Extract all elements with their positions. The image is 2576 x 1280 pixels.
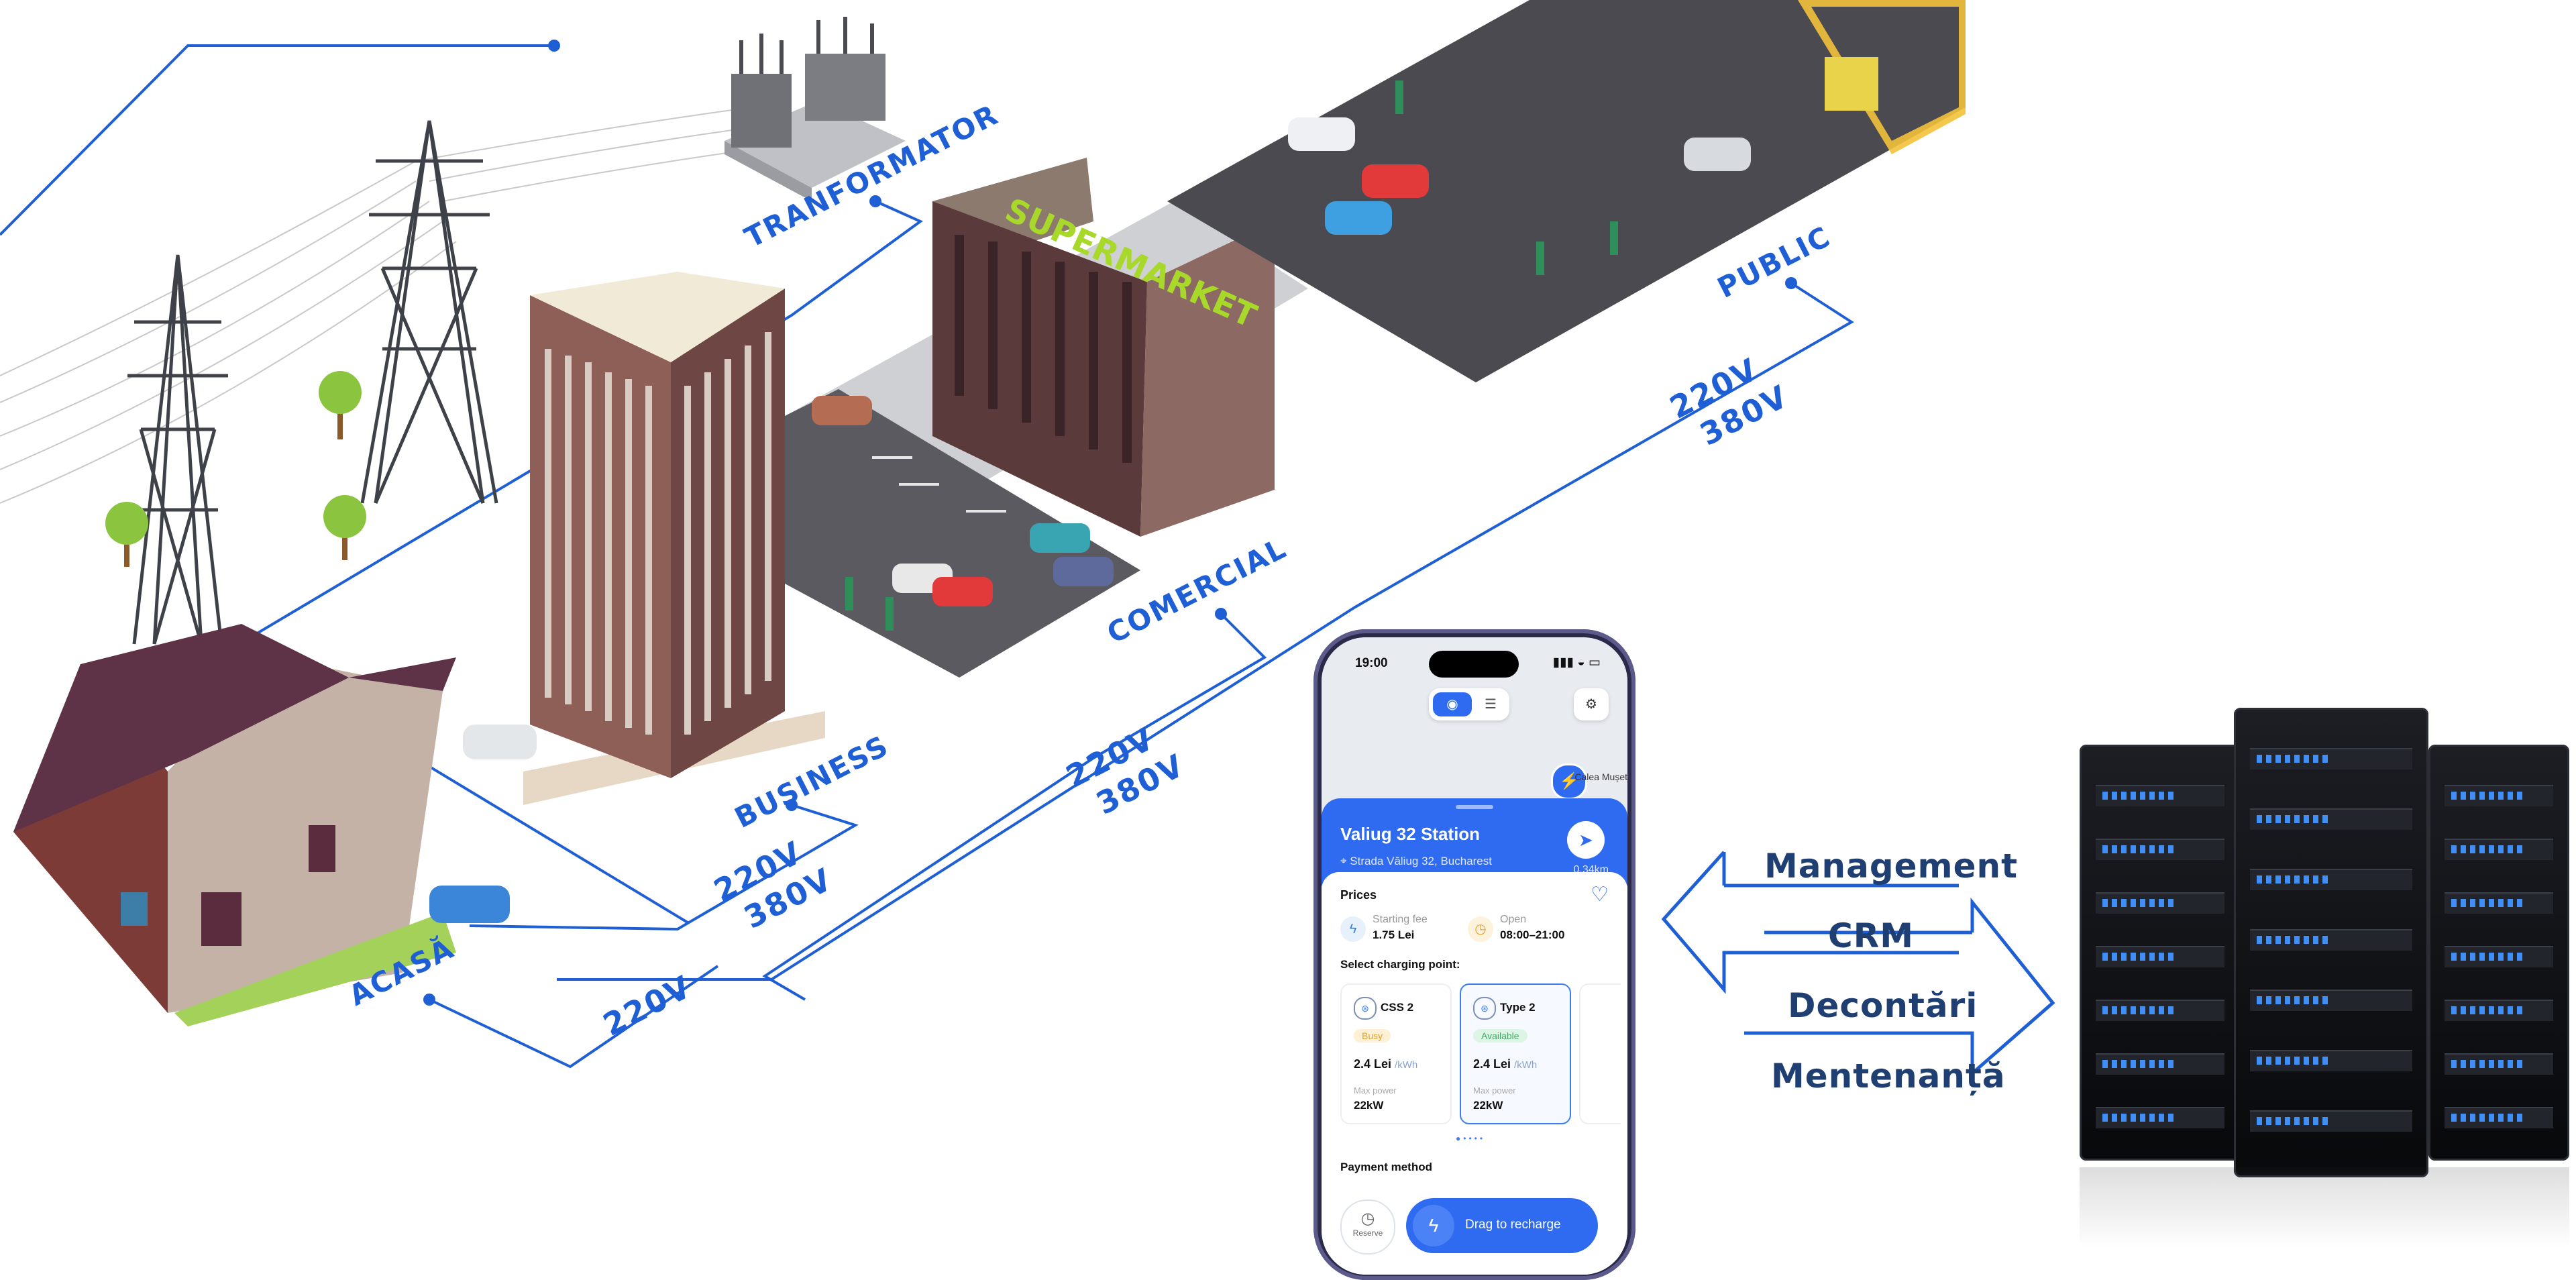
server-reflection xyxy=(2080,1167,2569,1248)
heart-icon[interactable]: ♡ xyxy=(1591,884,1609,906)
max-power-label: Max power xyxy=(1354,1085,1397,1096)
bolt-icon: ϟ xyxy=(1340,916,1366,942)
tree-icon xyxy=(319,371,362,439)
view-toggle: ◉ ☰ xyxy=(1429,688,1509,721)
prices-title: Prices xyxy=(1340,888,1377,902)
status-badge: Busy xyxy=(1354,1029,1391,1043)
server-rack-icon xyxy=(2080,745,2241,1161)
connector-name: Type 2 xyxy=(1500,1001,1536,1014)
station-address: ⌖ Strada Văliug 32, Bucharest xyxy=(1340,855,1492,868)
transformer-icon xyxy=(724,17,906,201)
max-power-value: 22kW xyxy=(1473,1099,1503,1112)
car-icon xyxy=(812,396,1114,606)
filter-icon[interactable]: ⚙ xyxy=(1574,688,1609,721)
details-panel: Prices ♡ ϟ Starting fee 1.75 Lei ◷ Open … xyxy=(1322,872,1627,1275)
station-address-text: Strada Văliug 32, Bucharest xyxy=(1350,855,1492,867)
connector-name: CSS 2 xyxy=(1381,1001,1414,1014)
select-charging-title: Select charging point: xyxy=(1340,958,1460,971)
charging-point-card[interactable]: ⊛ Type 2 Available 2.4 Lei /kWh Max powe… xyxy=(1460,983,1571,1124)
tree-icon xyxy=(105,502,148,567)
status-time: 19:00 xyxy=(1355,656,1388,670)
station-card: Valiug 32 Station ⌖ Strada Văliug 32, Bu… xyxy=(1322,798,1627,886)
phone-screen: ◉ ☰ ⚙ ⚡ Calea Mușet 19:00 ▮▮▮ ◒ ▭ Valiug… xyxy=(1322,637,1627,1275)
dynamic-island xyxy=(1429,651,1519,678)
bolt-icon[interactable]: ϟ xyxy=(1413,1205,1454,1246)
charging-point-card[interactable] xyxy=(1579,983,1621,1124)
server-rack-icon xyxy=(2234,708,2428,1177)
commercial-parking xyxy=(785,389,1140,678)
arrow-label-crm: CRM xyxy=(1828,916,1914,955)
car-icon xyxy=(1288,117,1751,235)
signal-battery-icon: ▮▮▮ ◒ ▭ xyxy=(1552,655,1601,670)
public-parking xyxy=(1167,0,1966,382)
car-icon xyxy=(463,725,537,759)
connector-icon: ⊛ xyxy=(1354,997,1377,1020)
max-power-value: 22kW xyxy=(1354,1099,1384,1112)
station-name: Valiug 32 Station xyxy=(1340,824,1481,844)
phone-mockup: ◉ ☰ ⚙ ⚡ Calea Mușet 19:00 ▮▮▮ ◒ ▭ Valiug… xyxy=(1313,629,1635,1280)
open-label: Open xyxy=(1500,914,1527,925)
status-badge: Available xyxy=(1473,1029,1527,1043)
navigate-icon[interactable]: ➤ xyxy=(1567,821,1605,859)
charging-point-card[interactable]: ⊛ CSS 2 Busy 2.4 Lei /kWh Max power 22kW xyxy=(1340,983,1452,1124)
house xyxy=(13,624,456,1026)
starting-fee-label: Starting fee xyxy=(1373,914,1428,925)
clock-icon: ◷ xyxy=(1468,916,1493,942)
price-value: 2.4 Lei xyxy=(1473,1057,1511,1071)
status-bar: 19:00 ▮▮▮ ◒ ▭ xyxy=(1322,637,1627,674)
double-arrow-icon xyxy=(1661,851,2055,1077)
max-power-label: Max power xyxy=(1473,1085,1516,1096)
connector-price: 2.4 Lei /kWh xyxy=(1473,1057,1537,1071)
transmission-tower-icon xyxy=(127,254,228,645)
price-unit: /kWh xyxy=(1395,1059,1418,1071)
reserve-button[interactable]: ◷ Reserve xyxy=(1340,1199,1395,1255)
connector-price: 2.4 Lei /kWh xyxy=(1354,1057,1417,1071)
server-rack-icon xyxy=(2428,745,2569,1161)
arrow-label-mentenanta: Mentenanță xyxy=(1771,1057,2006,1096)
clock-icon: ◷ xyxy=(1360,1210,1375,1228)
payment-method-title: Payment method xyxy=(1340,1161,1432,1173)
transmission-tower-icon xyxy=(360,120,498,504)
reserve-label: Reserve xyxy=(1352,1228,1383,1238)
map-street-label: Calea Mușet xyxy=(1574,771,1627,782)
carousel-dots: ●•••• xyxy=(1456,1134,1486,1143)
label-comercial: COMERCIAL xyxy=(1102,531,1291,650)
starting-fee-value: 1.75 Lei xyxy=(1373,928,1415,941)
drag-label: Drag to recharge xyxy=(1465,1218,1561,1232)
price-unit: /kWh xyxy=(1514,1059,1538,1071)
price-value: 2.4 Lei xyxy=(1354,1057,1392,1071)
car-icon xyxy=(429,886,510,923)
arrow-label-decontari: Decontări xyxy=(1788,986,1978,1025)
pin-icon: ⌖ xyxy=(1340,855,1350,867)
office-tower xyxy=(523,272,825,805)
open-hours: 08:00–21:00 xyxy=(1500,928,1565,941)
drag-to-recharge-slider[interactable]: ϟ Drag to recharge xyxy=(1406,1198,1598,1253)
power-lines xyxy=(0,107,765,504)
tree-icon xyxy=(323,495,366,560)
sheet-grabber[interactable] xyxy=(1456,805,1493,809)
location-icon[interactable]: ◉ xyxy=(1433,692,1472,716)
connector-icon: ⊛ xyxy=(1473,997,1496,1020)
arrow-label-management: Management xyxy=(1764,847,2019,886)
list-icon[interactable]: ☰ xyxy=(1485,697,1497,712)
ev-charger-icon xyxy=(845,81,1618,631)
